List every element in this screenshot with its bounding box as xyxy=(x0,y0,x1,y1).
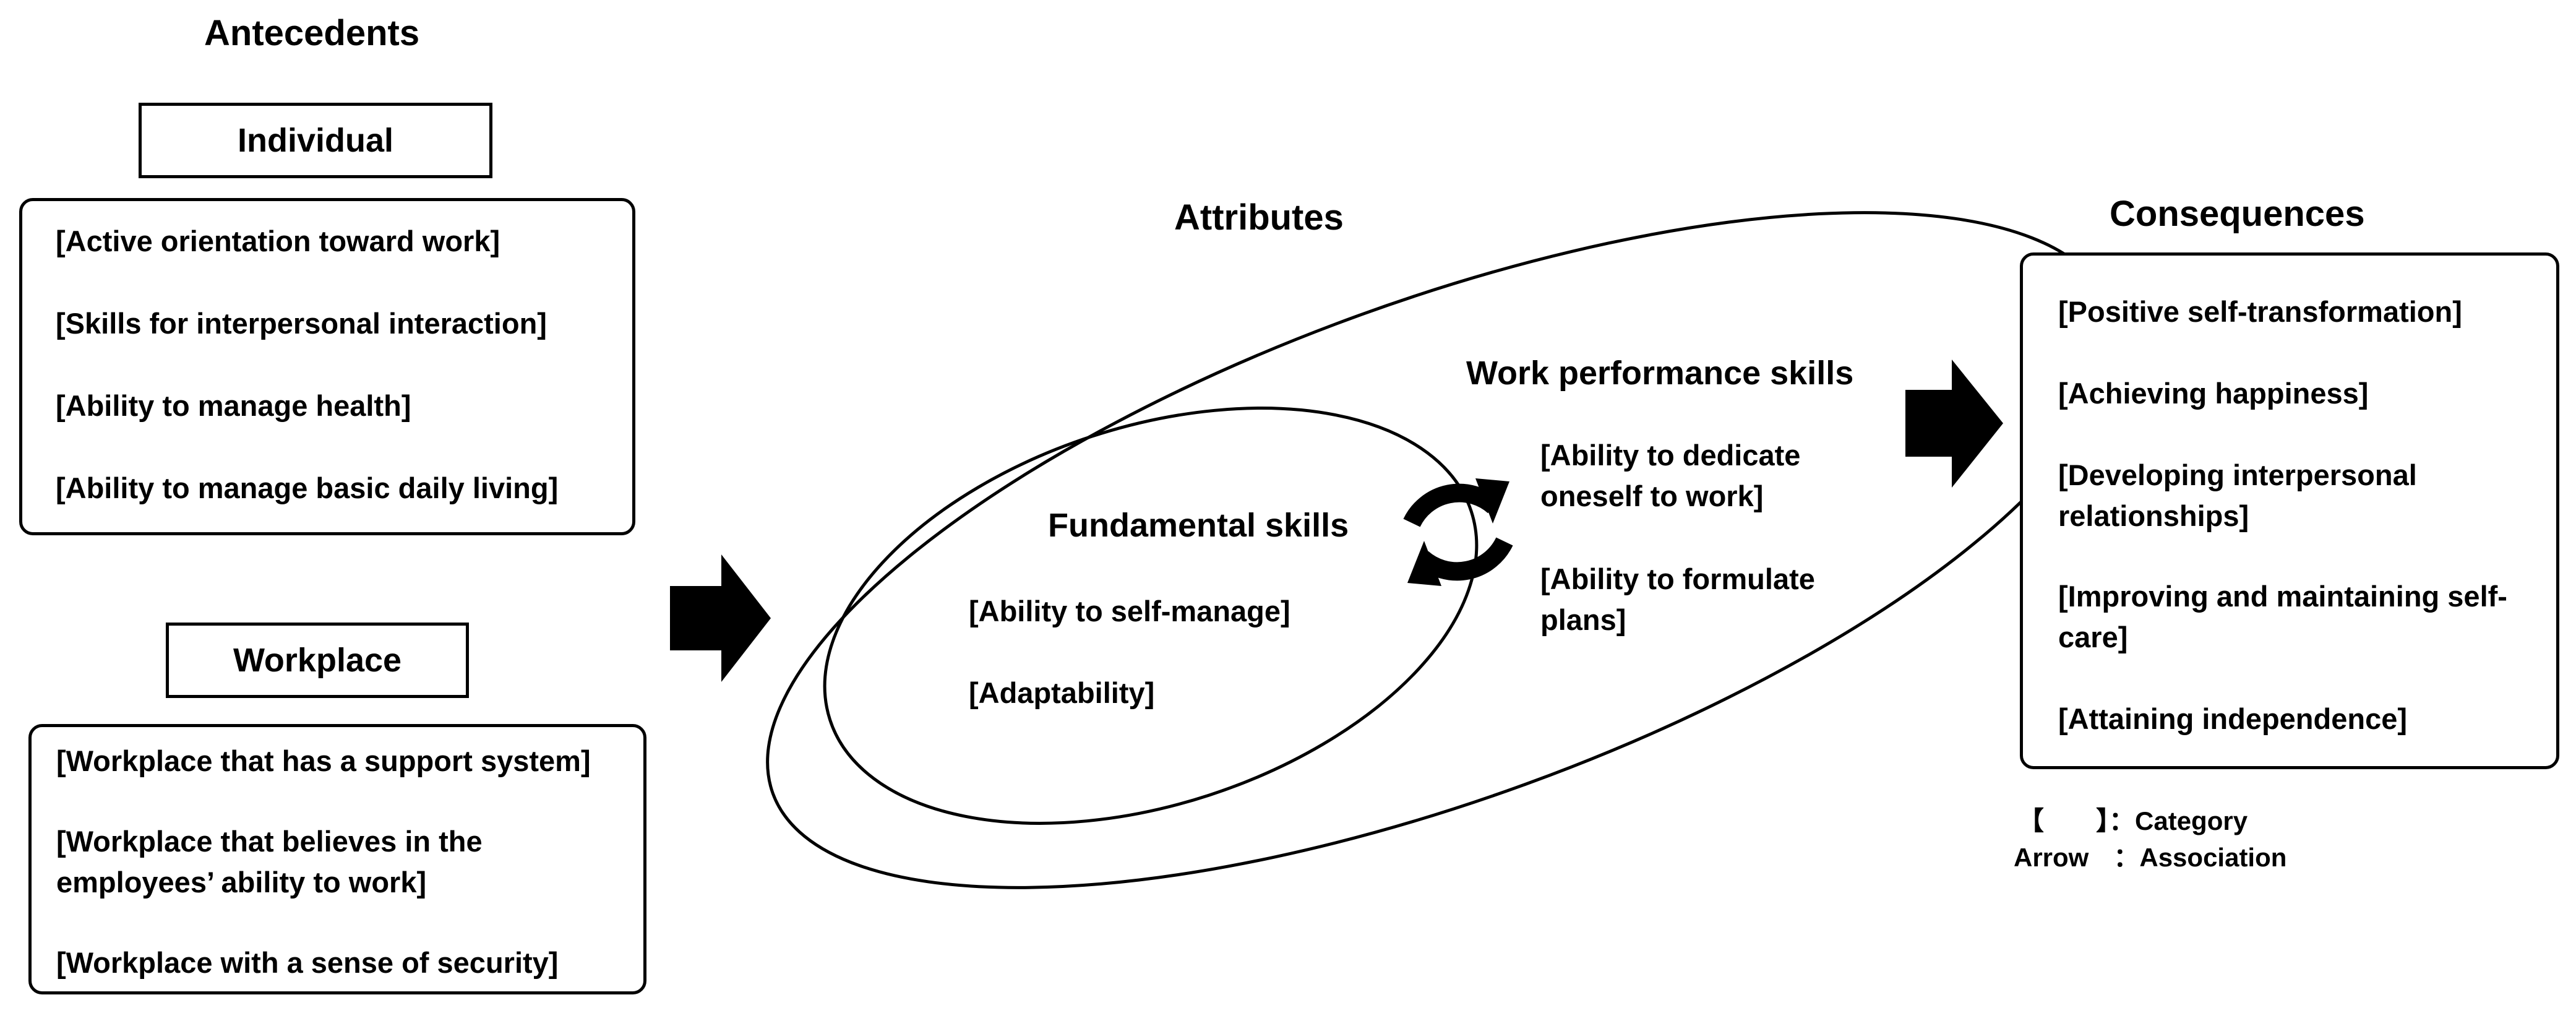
fundamental-item-2: [Adaptability] xyxy=(969,676,1155,709)
individual-item-3: [Ability to manage health] xyxy=(56,389,411,422)
consequence-item-3: [Developing interpersonal relationships] xyxy=(2058,459,2417,532)
consequence-item-1: [Positive self-transformation] xyxy=(2058,295,2462,328)
individual-item-2: [Skills for interpersonal interaction] xyxy=(56,307,547,340)
legend-category-text: ：Category xyxy=(2109,806,2248,835)
legend-association: Arrow ：Association xyxy=(2014,839,2286,876)
individual-label: Individual xyxy=(237,122,394,159)
individual-item-4: [Ability to manage basic daily living] xyxy=(56,472,559,504)
cycle-arrowhead-bottom xyxy=(1407,541,1441,586)
individual-item-1: [Active orientation toward work] xyxy=(56,225,500,257)
individual-list-box: [Active orientation toward work] [Skills… xyxy=(19,198,635,535)
arrow-attributes-to-consequences xyxy=(1905,360,2003,488)
consequence-item-4: [Improving and maintaining self-care] xyxy=(2058,580,2507,653)
legend-bracket-symbol: 【 】 xyxy=(2018,806,2110,835)
work-performance-label: Work performance skills xyxy=(1466,355,1854,392)
workplace-list-box: [Workplace that has a support system] [W… xyxy=(28,724,646,994)
cycle-arrowhead-top xyxy=(1475,478,1509,524)
workplace-label: Workplace xyxy=(233,642,402,679)
workplace-item-1: [Workplace that has a support system] xyxy=(56,744,591,777)
work-performance-ellipse xyxy=(766,211,2117,889)
legend-arrow-symbol: Arrow xyxy=(2014,843,2089,872)
consequence-item-2: [Achieving happiness] xyxy=(2058,377,2369,410)
arrow-antecedents-to-attributes xyxy=(670,554,771,682)
consequences-heading: Consequences xyxy=(2110,194,2365,234)
workplace-item-3: [Workplace with a sense of security] xyxy=(56,946,559,979)
fundamental-label: Fundamental skills xyxy=(1048,507,1349,544)
attributes-heading: Attributes xyxy=(1174,197,1344,238)
consequence-item-5: [Attaining independence] xyxy=(2058,702,2407,735)
legend-association-text: ：Association xyxy=(2113,843,2287,872)
work-performance-item-1: [Ability to dedicate oneself to work] xyxy=(1540,439,1801,512)
consequences-list-box: [Positive self-transformation] [Achievin… xyxy=(2020,252,2559,769)
antecedents-heading: Antecedents xyxy=(204,13,420,53)
workplace-label-box: Workplace xyxy=(166,623,469,698)
workplace-item-2: [Workplace that believes in the employee… xyxy=(56,825,483,899)
fundamental-item-1: [Ability to self-manage] xyxy=(969,595,1290,627)
work-performance-item-2: [Ability to formulate plans] xyxy=(1540,563,1815,636)
individual-label-box: Individual xyxy=(139,103,492,178)
fundamental-ellipse xyxy=(823,407,1479,825)
legend-category: 【 】：Category xyxy=(2018,803,2248,840)
